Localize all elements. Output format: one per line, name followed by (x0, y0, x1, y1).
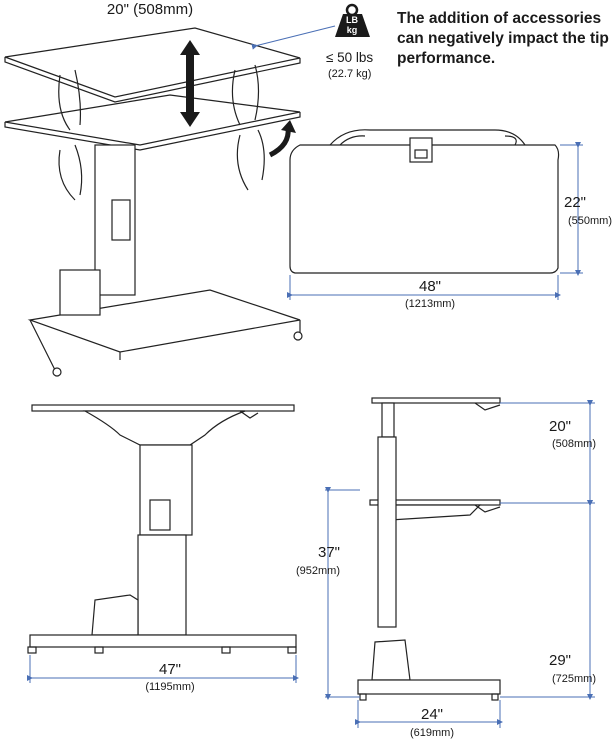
lift-arrow-icon (180, 40, 200, 127)
top-depth-imperial: 22" (564, 194, 586, 211)
accessory-warning: The addition of accessories can negative… (397, 10, 609, 67)
front-view (27, 404, 297, 654)
hand-right-lower (236, 129, 265, 191)
top-depth-metric: (550mm) (568, 215, 612, 227)
release-lever-arrow-icon (268, 127, 291, 158)
top-view-worksurface (289, 129, 560, 274)
desk-top-raised (4, 27, 301, 98)
top-width-imperial: 48" (419, 278, 441, 295)
weight-icon: LB kg (335, 3, 370, 37)
upper-travel-imperial: 20" (549, 418, 571, 435)
base-depth-metric: (619mm) (410, 727, 454, 739)
hand-left-upper (58, 69, 82, 131)
svg-text:LB: LB (346, 15, 358, 25)
weight-limit-kg: (22.7 kg) (328, 68, 371, 80)
min-height-imperial: 29" (549, 652, 571, 669)
base-width-imperial: 47" (159, 661, 181, 678)
top-width-metric: (1213mm) (405, 298, 455, 310)
max-height-imperial: 37" (318, 544, 340, 561)
lift-range-label: 20" (508mm) (107, 1, 193, 18)
side-view (357, 397, 501, 701)
desk-column (94, 144, 136, 296)
svg-text:kg: kg (347, 25, 358, 35)
min-height-metric: (725mm) (552, 673, 596, 685)
max-height-metric: (952mm) (296, 565, 340, 577)
desk-top-lowered (4, 94, 301, 146)
weight-limit-lbs: ≤ 50 lbs (326, 50, 373, 65)
hand-left-lower (58, 144, 83, 201)
base-depth-imperial: 24" (421, 706, 443, 723)
base-width-metric: (1195mm) (145, 681, 194, 693)
isometric-desk (4, 25, 336, 377)
hand-right-upper (231, 64, 260, 126)
upper-travel-metric: (508mm) (552, 438, 596, 450)
